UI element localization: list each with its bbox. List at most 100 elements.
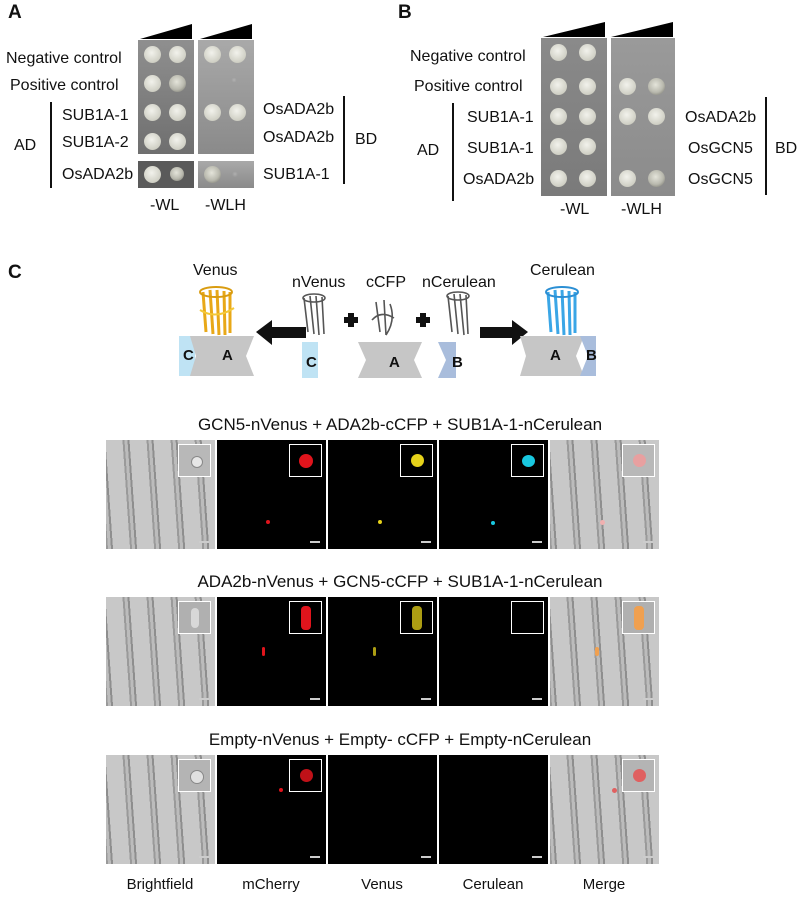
zoom-inset	[289, 444, 322, 477]
scale-bar	[643, 856, 653, 858]
zoom-inset	[511, 601, 544, 634]
venus-image	[328, 440, 437, 549]
nvenus-barrel-icon	[302, 293, 326, 336]
cerulean-signal	[491, 521, 495, 525]
row-label: OsADA2b	[263, 101, 335, 118]
mcherry-signal	[262, 647, 265, 656]
scale-bar	[532, 856, 542, 858]
cerulean-image	[439, 440, 548, 549]
ncerulean-label: nCerulean	[422, 274, 496, 291]
row-label: SUB1A-1	[467, 109, 534, 126]
venus-label: Venus	[193, 262, 238, 279]
zoom-inset	[400, 444, 433, 477]
scale-bar	[310, 541, 320, 543]
scale-bar	[199, 856, 209, 858]
row-label: OsADA2b	[685, 109, 757, 126]
group-bracket	[452, 103, 454, 201]
merge-image	[550, 440, 659, 549]
box-letter: A	[222, 347, 233, 364]
c-fragment	[179, 336, 195, 376]
plus-icon	[344, 313, 358, 327]
panel-c-letter: C	[8, 262, 22, 283]
zoom-inset	[400, 601, 433, 634]
zoom-inset	[178, 601, 211, 634]
column-label: Brightfield	[126, 876, 194, 893]
group-bracket	[765, 97, 767, 195]
plate-wlh	[198, 40, 254, 154]
group-label: AD	[417, 142, 440, 159]
venus-signal	[378, 520, 382, 524]
row-label: SUB1A-1	[62, 107, 129, 124]
cerulean-signal	[522, 455, 535, 467]
mcherry-signal	[299, 454, 313, 468]
row-label: SUB1A-1	[263, 166, 330, 183]
ccfp-barrel-icon	[371, 299, 395, 336]
venus-image	[328, 755, 437, 864]
medium-label: -WL	[560, 201, 590, 218]
row-label: OsADA2b	[62, 166, 134, 183]
zoom-inset	[511, 444, 544, 477]
row-title: ADA2b-nVenus + GCN5-cCFP + SUB1A-1-nCeru…	[197, 572, 603, 591]
bifc-diagram	[179, 286, 596, 378]
box-letter: A	[389, 354, 400, 371]
mcherry-image	[217, 755, 326, 864]
a-box	[358, 342, 422, 378]
column-label: Cerulean	[462, 876, 524, 893]
mcherry-image	[217, 597, 326, 706]
mcherry-signal	[279, 788, 283, 792]
cerulean-barrel-icon	[545, 286, 579, 336]
scale-bar	[310, 856, 320, 858]
row-label: Positive control	[414, 78, 523, 95]
zoom-inset	[622, 759, 655, 792]
panel-a-letter: A	[8, 2, 22, 23]
scale-bar	[421, 698, 431, 700]
medium-label: -WLH	[205, 197, 246, 214]
venus-image	[328, 597, 437, 706]
row-title: Empty-nVenus + Empty- cCFP + Empty-nCeru…	[208, 730, 592, 749]
nvenus-label: nVenus	[292, 274, 346, 291]
group-label: BD	[775, 140, 798, 157]
row-label: OsADA2b	[463, 171, 535, 188]
column-label: Merge	[582, 876, 626, 893]
box-letter: A	[550, 347, 561, 364]
group-label: BD	[355, 131, 378, 148]
medium-label: -WLH	[621, 201, 662, 218]
box-letter: B	[586, 347, 597, 364]
ncerulean-barrel-icon	[446, 291, 470, 336]
arrow-left-icon	[256, 320, 306, 345]
scale-bar	[421, 541, 431, 543]
medium-label: -WL	[150, 197, 180, 214]
zoom-inset	[289, 601, 322, 634]
b-fragment	[438, 342, 456, 378]
ccfp-label: cCFP	[366, 274, 406, 291]
a-box	[520, 336, 584, 376]
mcherry-signal	[300, 769, 313, 782]
panel-b-letter: B	[398, 2, 412, 23]
scale-bar	[643, 541, 653, 543]
b-fragment	[580, 336, 596, 376]
scale-bar	[532, 541, 542, 543]
plate-wlh	[611, 38, 675, 196]
merge-image	[550, 597, 659, 706]
row-label: Positive control	[10, 77, 119, 94]
brightfield-image	[106, 440, 215, 549]
dilution-wedge	[200, 24, 252, 39]
zoom-inset	[622, 444, 655, 477]
box-letter: C	[306, 354, 317, 371]
venus-signal	[373, 647, 376, 656]
row-label: OsGCN5	[688, 171, 753, 188]
plate-wl	[138, 161, 194, 188]
zoom-inset	[622, 601, 655, 634]
plate-wl	[541, 38, 607, 196]
scale-bar	[643, 698, 653, 700]
row-label: OsGCN5	[688, 140, 753, 157]
scale-bar	[532, 698, 542, 700]
row-label: SUB1A-1	[467, 140, 534, 157]
zoom-inset	[178, 759, 211, 792]
row-label: Negative control	[410, 48, 526, 65]
scale-bar	[199, 698, 209, 700]
dilution-wedge	[140, 24, 192, 39]
arrow-right-icon	[480, 320, 528, 345]
a-box	[190, 336, 254, 376]
zoom-inset	[178, 444, 211, 477]
